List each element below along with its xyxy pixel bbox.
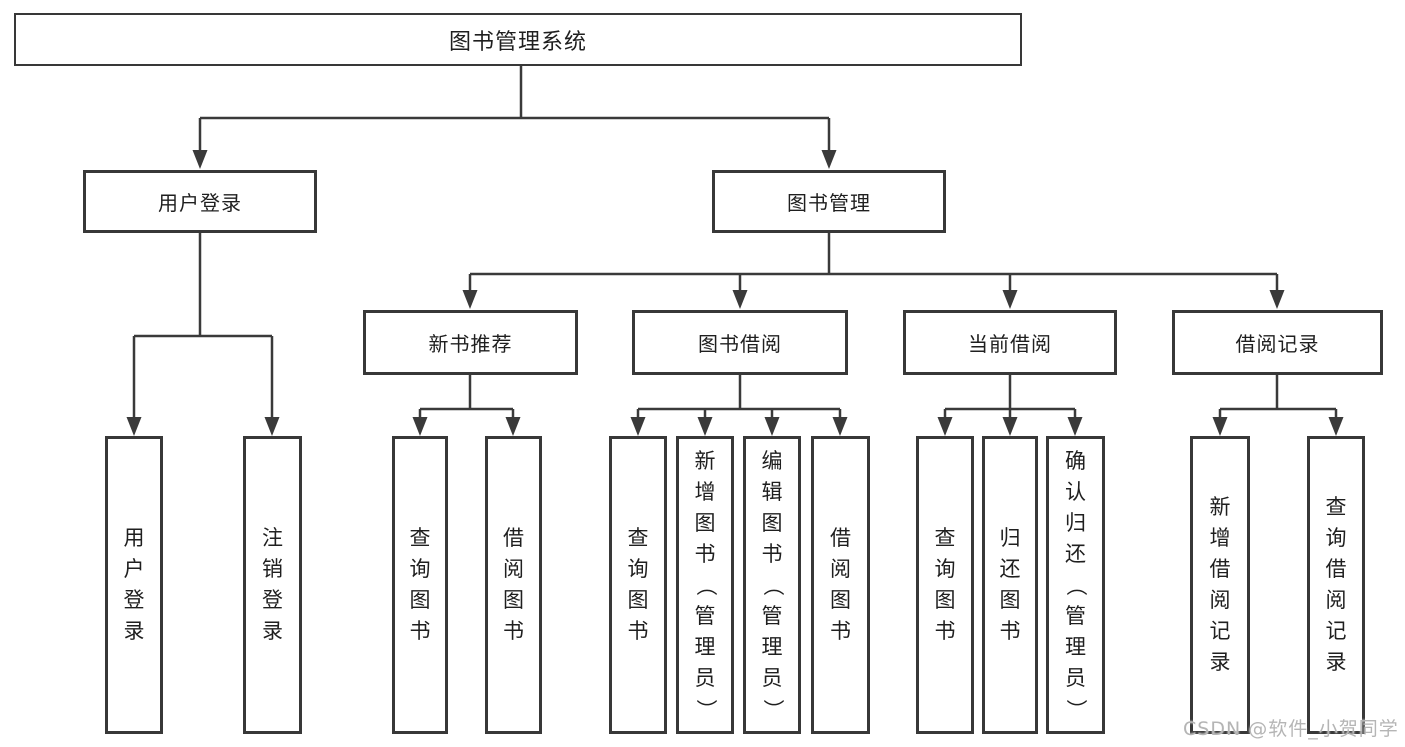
- leaf-query-books-current: 查询图书: [916, 436, 974, 734]
- arrowhead: [1067, 417, 1083, 436]
- arrowhead: [937, 417, 953, 436]
- node-book-borrowing: 图书借阅: [632, 310, 848, 375]
- arrowhead: [1212, 417, 1228, 436]
- arrowhead: [126, 417, 142, 436]
- connector-root-to-level2: [192, 66, 837, 169]
- arrowhead: [412, 417, 428, 436]
- node-current-borrowing: 当前借阅: [903, 310, 1117, 375]
- arrowhead: [832, 417, 848, 436]
- arrowhead: [697, 417, 713, 436]
- leaf-label: 编辑图书（管理员）: [760, 448, 785, 720]
- watermark: CSDN @软件_小贺同学: [1183, 718, 1399, 740]
- node-new-book-recommendation: 新书推荐: [363, 310, 578, 375]
- arrowhead: [1269, 290, 1285, 309]
- leaf-logout: 注销登录: [243, 436, 302, 734]
- leaf-user-login: 用户登录: [105, 436, 163, 734]
- node-book-management: 图书管理: [712, 170, 946, 233]
- connector-user-login-branch: [126, 233, 280, 436]
- leaf-label: 查询图书: [627, 526, 649, 643]
- leaf-query-books-recommend: 查询图书: [392, 436, 448, 734]
- leaf-borrow-books-borrowing: 借阅图书: [811, 436, 870, 734]
- leaf-borrow-books-recommend: 借阅图书: [485, 436, 542, 734]
- connector-book-borrow-branch: [630, 375, 848, 436]
- connector-borrow-records-branch: [1212, 375, 1344, 436]
- arrowhead: [264, 417, 280, 436]
- arrowhead: [630, 417, 646, 436]
- arrowhead: [821, 150, 837, 169]
- arrowhead: [462, 290, 478, 309]
- leaf-query-books-borrowing: 查询图书: [609, 436, 667, 734]
- leaf-label: 注销登录: [262, 526, 283, 643]
- leaf-label: 归还图书: [999, 526, 1021, 643]
- arrowhead: [1328, 417, 1344, 436]
- node-user-login: 用户登录: [83, 170, 317, 233]
- arrowhead: [1002, 290, 1018, 309]
- leaf-return-book: 归还图书: [982, 436, 1038, 734]
- arrowhead: [764, 417, 780, 436]
- leaf-confirm-return-admin: 确认归还（管理员）: [1046, 436, 1105, 734]
- arrowhead: [192, 150, 208, 169]
- connector-book-management-branch: [462, 233, 1285, 309]
- leaf-add-book-admin: 新增图书（管理员）: [676, 436, 734, 734]
- connector-new-book-branch: [412, 375, 521, 436]
- node-borrowing-records: 借阅记录: [1172, 310, 1383, 375]
- leaf-edit-book-admin: 编辑图书（管理员）: [743, 436, 801, 734]
- leaf-label: 新增图书（管理员）: [693, 448, 718, 720]
- leaf-add-borrow-record: 新增借阅记录: [1190, 436, 1250, 734]
- leaf-label: 借阅图书: [830, 526, 851, 643]
- leaf-label: 确认归还（管理员）: [1064, 448, 1088, 720]
- leaf-label: 新增借阅记录: [1209, 495, 1231, 674]
- leaf-label: 用户登录: [123, 526, 145, 643]
- leaf-label: 借阅图书: [503, 526, 524, 643]
- arrowhead: [505, 417, 521, 436]
- arrowhead: [732, 290, 748, 309]
- arrowhead: [1002, 417, 1018, 436]
- leaf-label: 查询图书: [409, 526, 431, 643]
- leaf-query-borrow-record: 查询借阅记录: [1307, 436, 1365, 734]
- node-library-management-system: 图书管理系统: [14, 13, 1022, 66]
- leaf-label: 查询图书: [934, 526, 956, 643]
- leaf-label: 查询借阅记录: [1325, 495, 1347, 674]
- connector-current-borrow-branch: [937, 375, 1083, 436]
